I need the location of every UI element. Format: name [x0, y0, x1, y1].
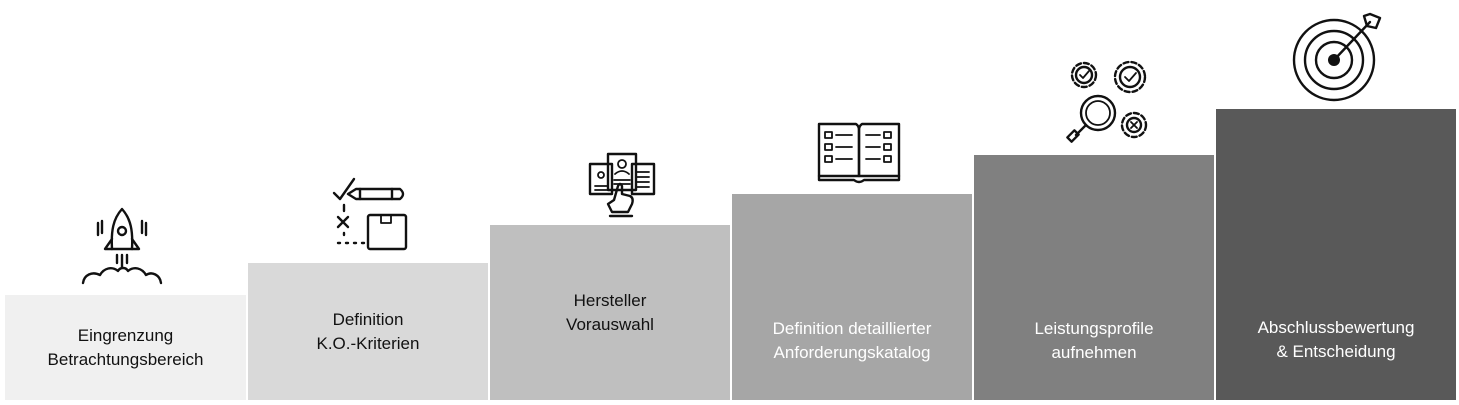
step-5-line1: Leistungsprofile	[1034, 319, 1154, 338]
step-2: Definition K.O.-Kriterien	[248, 263, 488, 400]
step-6: Abschlussbewertung & Entscheidung	[1216, 109, 1456, 400]
step-3-line2: Vorauswahl	[566, 314, 654, 334]
step-3: Hersteller Vorauswahl	[490, 225, 730, 400]
step-6-label: Abschlussbewertung & Entscheidung	[1216, 316, 1456, 364]
step-2-line2: K.O.-Kriterien	[316, 333, 420, 353]
step-3-label: Hersteller Vorauswahl	[490, 289, 730, 337]
step-4: Definition detaillierter Anforderungskat…	[732, 194, 972, 400]
step-6-line2: & Entscheidung	[1276, 342, 1396, 361]
step-2-label: Definition K.O.-Kriterien	[248, 308, 488, 356]
step-2-line1: Definition	[332, 309, 404, 329]
step-5-label: Leistungsprofile aufnehmen	[974, 317, 1214, 365]
step-4-line2: Anforderungskatalog	[773, 343, 931, 362]
step-1-label: Eingrenzung Betrachtungsbereich	[5, 324, 246, 372]
checklist-pencil-icon	[330, 175, 414, 255]
step-3-line1: Hersteller	[573, 290, 647, 310]
step-5: Leistungsprofile aufnehmen	[974, 155, 1214, 400]
step-6-line1: Abschlussbewertung	[1257, 318, 1415, 337]
step-4-line1: Definition detaillierter	[772, 319, 932, 338]
step-5-line2: aufnehmen	[1051, 343, 1137, 362]
open-book-icon	[816, 120, 902, 184]
step-1-line2: Betrachtungsbereich	[47, 349, 204, 369]
gears-magnifier-icon	[1062, 55, 1154, 145]
target-icon	[1290, 8, 1386, 104]
step-4-label: Definition detaillierter Anforderungskat…	[732, 317, 972, 365]
step-1-line1: Eingrenzung	[77, 325, 174, 345]
rocket-icon	[80, 205, 164, 289]
step-1: Eingrenzung Betrachtungsbereich	[5, 295, 246, 400]
profile-selection-icon	[584, 150, 660, 220]
